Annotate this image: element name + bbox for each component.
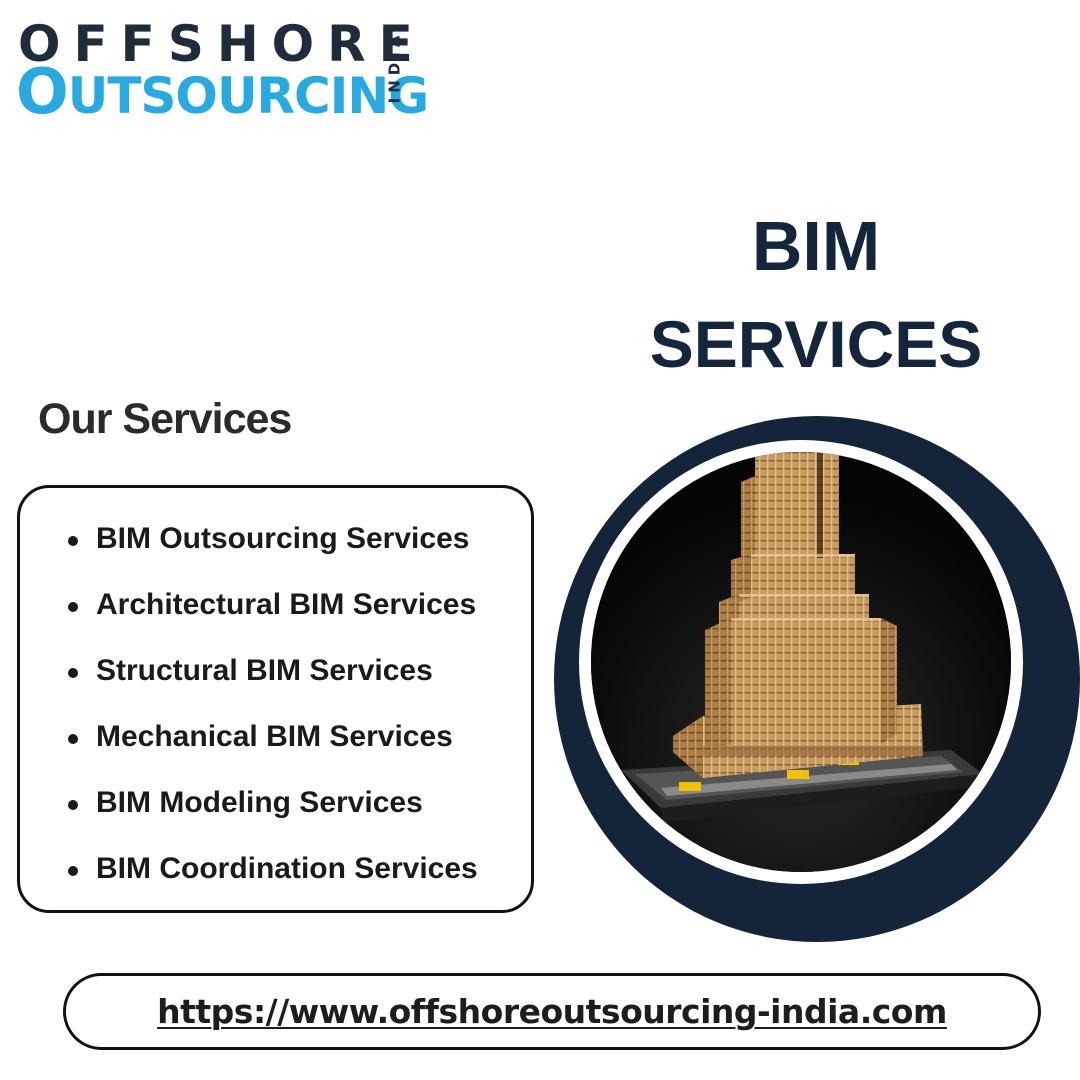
hero-image-ring [554, 416, 1080, 942]
logo-rest: UTSOURCING [67, 67, 430, 125]
services-list-box: BIM Outsourcing Services Architectural B… [17, 485, 534, 913]
hero-image-white-ring [579, 440, 1023, 884]
website-url-link[interactable]: https://www.offshoreoutsourcing-india.co… [157, 992, 947, 1031]
services-heading: Our Services [38, 395, 292, 443]
headline-bim: BIM [751, 207, 881, 285]
service-item: BIM Modeling Services [64, 782, 478, 848]
headline-services: SERVICES [649, 307, 983, 381]
logo-side-india: INDIA [385, 30, 403, 104]
hero-image [591, 452, 1011, 872]
logo-line-offshore: OFFSHORE [18, 15, 426, 73]
brand-logo[interactable]: OFFSHORE OUTSOURCING INDIA [16, 18, 429, 125]
logo-initial: O [16, 55, 69, 128]
service-item: Structural BIM Services [64, 650, 478, 716]
service-item: BIM Outsourcing Services [64, 518, 478, 584]
logo-line-outsourcing: OUTSOURCING [16, 61, 430, 126]
website-url-pill[interactable]: https://www.offshoreoutsourcing-india.co… [63, 973, 1041, 1050]
skyscraper-model-icon [591, 452, 1011, 872]
service-item: BIM Coordination Services [64, 848, 478, 914]
service-item: Mechanical BIM Services [64, 716, 478, 782]
services-list: BIM Outsourcing Services Architectural B… [64, 518, 478, 914]
service-item: Architectural BIM Services [64, 584, 478, 650]
